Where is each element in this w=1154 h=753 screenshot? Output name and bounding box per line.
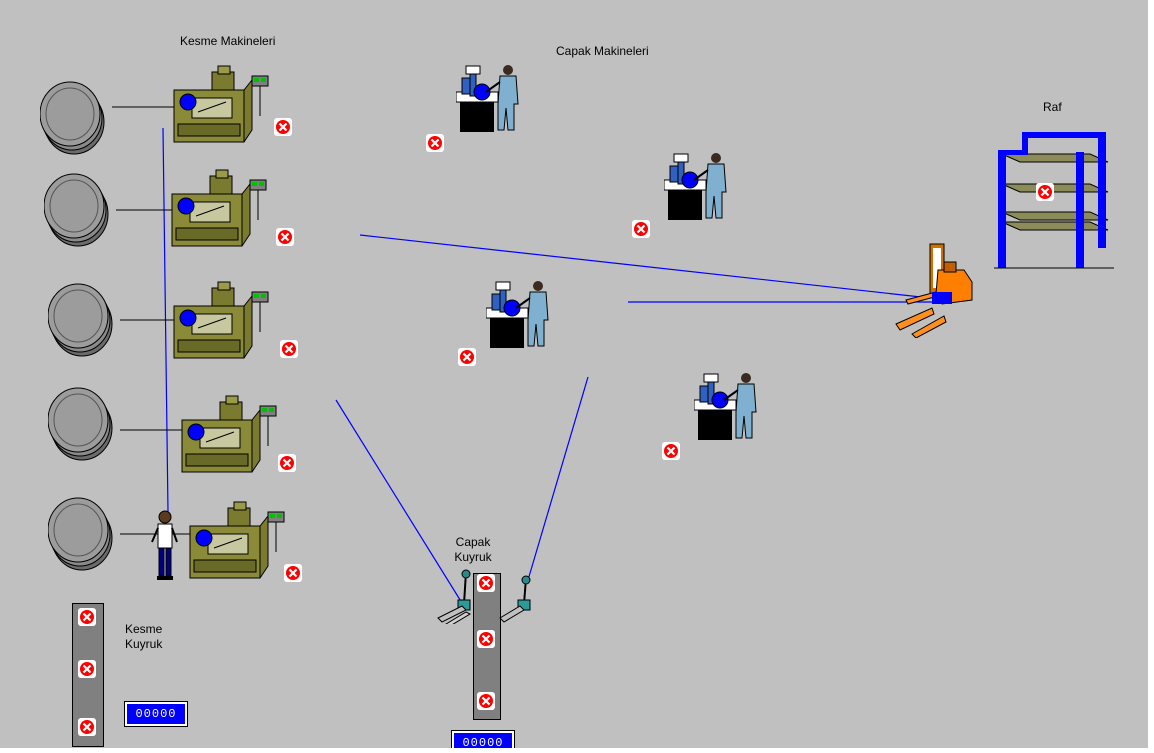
cutting-machine-icon[interactable] bbox=[174, 66, 274, 156]
path-line-forklift-upper bbox=[360, 235, 930, 298]
x-status-icon bbox=[477, 574, 495, 592]
x-status-icon bbox=[78, 660, 96, 678]
x-status-icon bbox=[276, 228, 294, 246]
capak-kuyruk-counter: 00000 bbox=[452, 731, 514, 748]
x-status-icon bbox=[274, 118, 292, 136]
capak-makineleri-title: Capak Makineleri bbox=[556, 44, 649, 59]
cutting-machine-icon[interactable] bbox=[172, 170, 272, 260]
x-status-icon bbox=[632, 220, 650, 238]
deburring-station-icon[interactable] bbox=[456, 64, 526, 134]
deburring-station-icon[interactable] bbox=[664, 152, 734, 228]
deburring-station-icon[interactable] bbox=[694, 372, 764, 448]
kesme-kuyruk-label-2: Kuyruk bbox=[125, 637, 162, 652]
raf-title: Raf bbox=[1043, 100, 1062, 115]
x-status-icon bbox=[78, 608, 96, 626]
kesme-kuyruk-counter: 00000 bbox=[125, 702, 187, 726]
pallet-jack-icon[interactable] bbox=[436, 568, 480, 624]
shelf-rack-icon[interactable] bbox=[994, 130, 1118, 270]
path-line-capak-right bbox=[528, 377, 588, 580]
operator-icon[interactable] bbox=[150, 508, 180, 582]
x-status-icon bbox=[78, 718, 96, 736]
x-status-icon bbox=[477, 692, 495, 710]
x-status-icon bbox=[662, 442, 680, 460]
kesme-kuyruk-label-1: Kesme bbox=[125, 622, 162, 637]
cutting-machine-icon[interactable] bbox=[190, 502, 290, 592]
x-status-icon bbox=[284, 564, 302, 582]
deburring-station-icon[interactable] bbox=[486, 280, 556, 356]
cutting-machine-icon[interactable] bbox=[182, 396, 282, 486]
x-status-icon bbox=[458, 348, 476, 366]
forklift-icon[interactable] bbox=[892, 242, 976, 338]
cutting-machine-icon[interactable] bbox=[174, 282, 274, 372]
x-status-icon bbox=[278, 454, 296, 472]
x-status-icon bbox=[477, 630, 495, 648]
x-status-icon bbox=[426, 134, 444, 152]
capak-kuyruk-label-2: Kuyruk bbox=[448, 550, 498, 565]
x-status-icon bbox=[1036, 183, 1054, 201]
x-status-icon bbox=[280, 340, 298, 358]
capak-kuyruk-label-1: Capak bbox=[448, 535, 498, 550]
pallet-jack-icon[interactable] bbox=[498, 574, 538, 624]
